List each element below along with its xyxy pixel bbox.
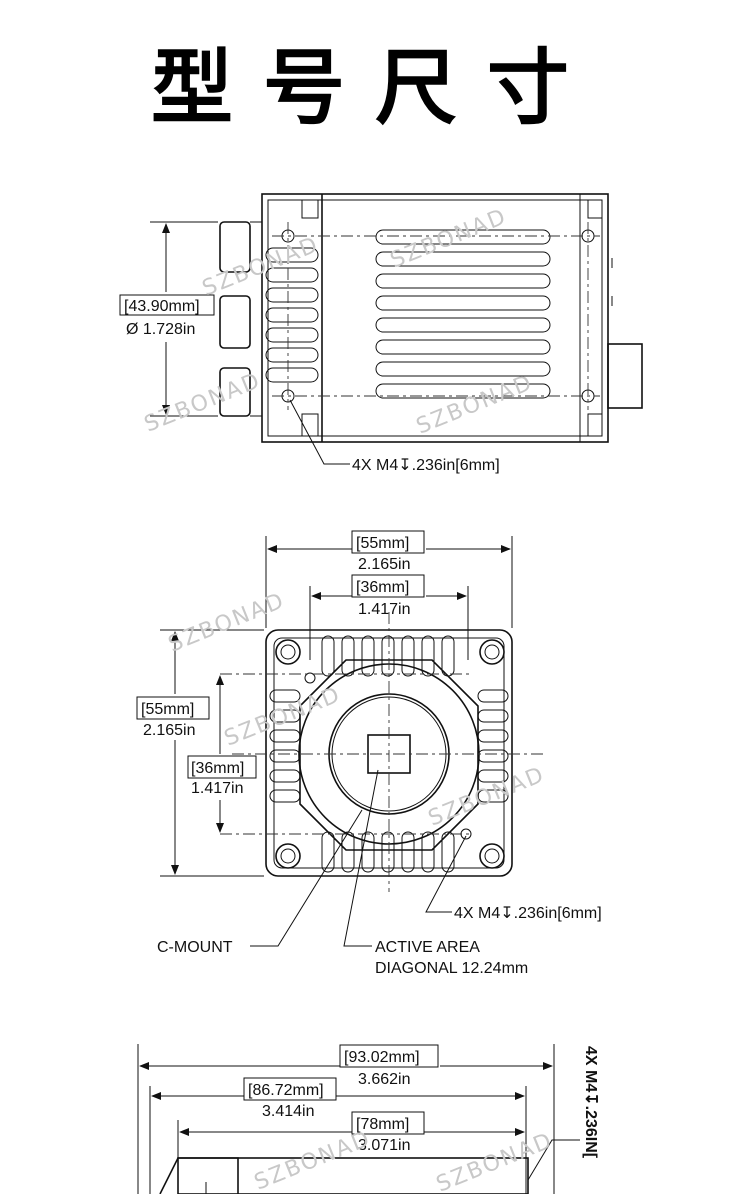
- side-len3-in: 3.071in: [358, 1137, 411, 1154]
- watermark: SZBONAD: [199, 232, 323, 301]
- watermark: SZBONAD: [425, 762, 549, 831]
- front-active-area-callout: ACTIVE AREA: [375, 939, 480, 956]
- front-width-outer-in: 2.165in: [358, 556, 411, 573]
- watermark: SZBONAD: [387, 204, 511, 273]
- front-active-diagonal-callout: DIAGONAL 12.24mm: [375, 960, 528, 977]
- top-view-drawing: [43.90mm] Ø 1.728in 4X M4↧.236in[6mm]: [119, 193, 643, 474]
- side-vertical-callout: 4X M4↧.236IN[: [582, 1046, 599, 1159]
- watermark: SZBONAD: [221, 682, 345, 751]
- front-height-outer-in: 2.165in: [143, 722, 196, 739]
- front-width-inner-mm: [36mm]: [356, 579, 409, 596]
- watermark: SZBONAD: [141, 368, 265, 437]
- watermark-group: SZBONAD SZBONAD SZBONAD SZBONAD SZBONAD …: [141, 204, 557, 1194]
- front-width-inner-in: 1.417in: [358, 601, 411, 618]
- side-len2-mm: [86.72mm]: [248, 1082, 324, 1099]
- watermark: SZBONAD: [165, 588, 289, 657]
- side-len3-mm: [78mm]: [356, 1116, 409, 1133]
- side-len2-in: 3.414in: [262, 1103, 315, 1120]
- watermark: SZBONAD: [433, 1128, 557, 1194]
- side-len1-in: 3.662in: [358, 1071, 411, 1088]
- side-len1-mm: [93.02mm]: [344, 1049, 420, 1066]
- front-hole-callout: 4X M4↧.236in[6mm]: [454, 905, 602, 922]
- top-hole-callout: 4X M4↧.236in[6mm]: [352, 457, 500, 474]
- front-width-outer-mm: [55mm]: [356, 535, 409, 552]
- front-height-outer-mm: [55mm]: [141, 701, 194, 718]
- front-view-drawing: [55mm] 2.165in [36mm] 1.417in [55mm] 2.1…: [136, 530, 602, 977]
- watermark: SZBONAD: [413, 370, 537, 439]
- top-height-in: Ø 1.728in: [126, 321, 195, 338]
- front-height-inner-mm: [36mm]: [191, 760, 244, 777]
- watermark: SZBONAD: [251, 1126, 375, 1194]
- top-height-mm: [43.90mm]: [124, 298, 200, 315]
- side-view-drawing: [93.02mm] 3.662in [86.72mm] 3.414in [78m…: [137, 1044, 599, 1194]
- front-cmount-callout: C-MOUNT: [157, 939, 233, 956]
- front-height-inner-in: 1.417in: [191, 780, 244, 797]
- page-title: 型号尺寸: [150, 41, 599, 136]
